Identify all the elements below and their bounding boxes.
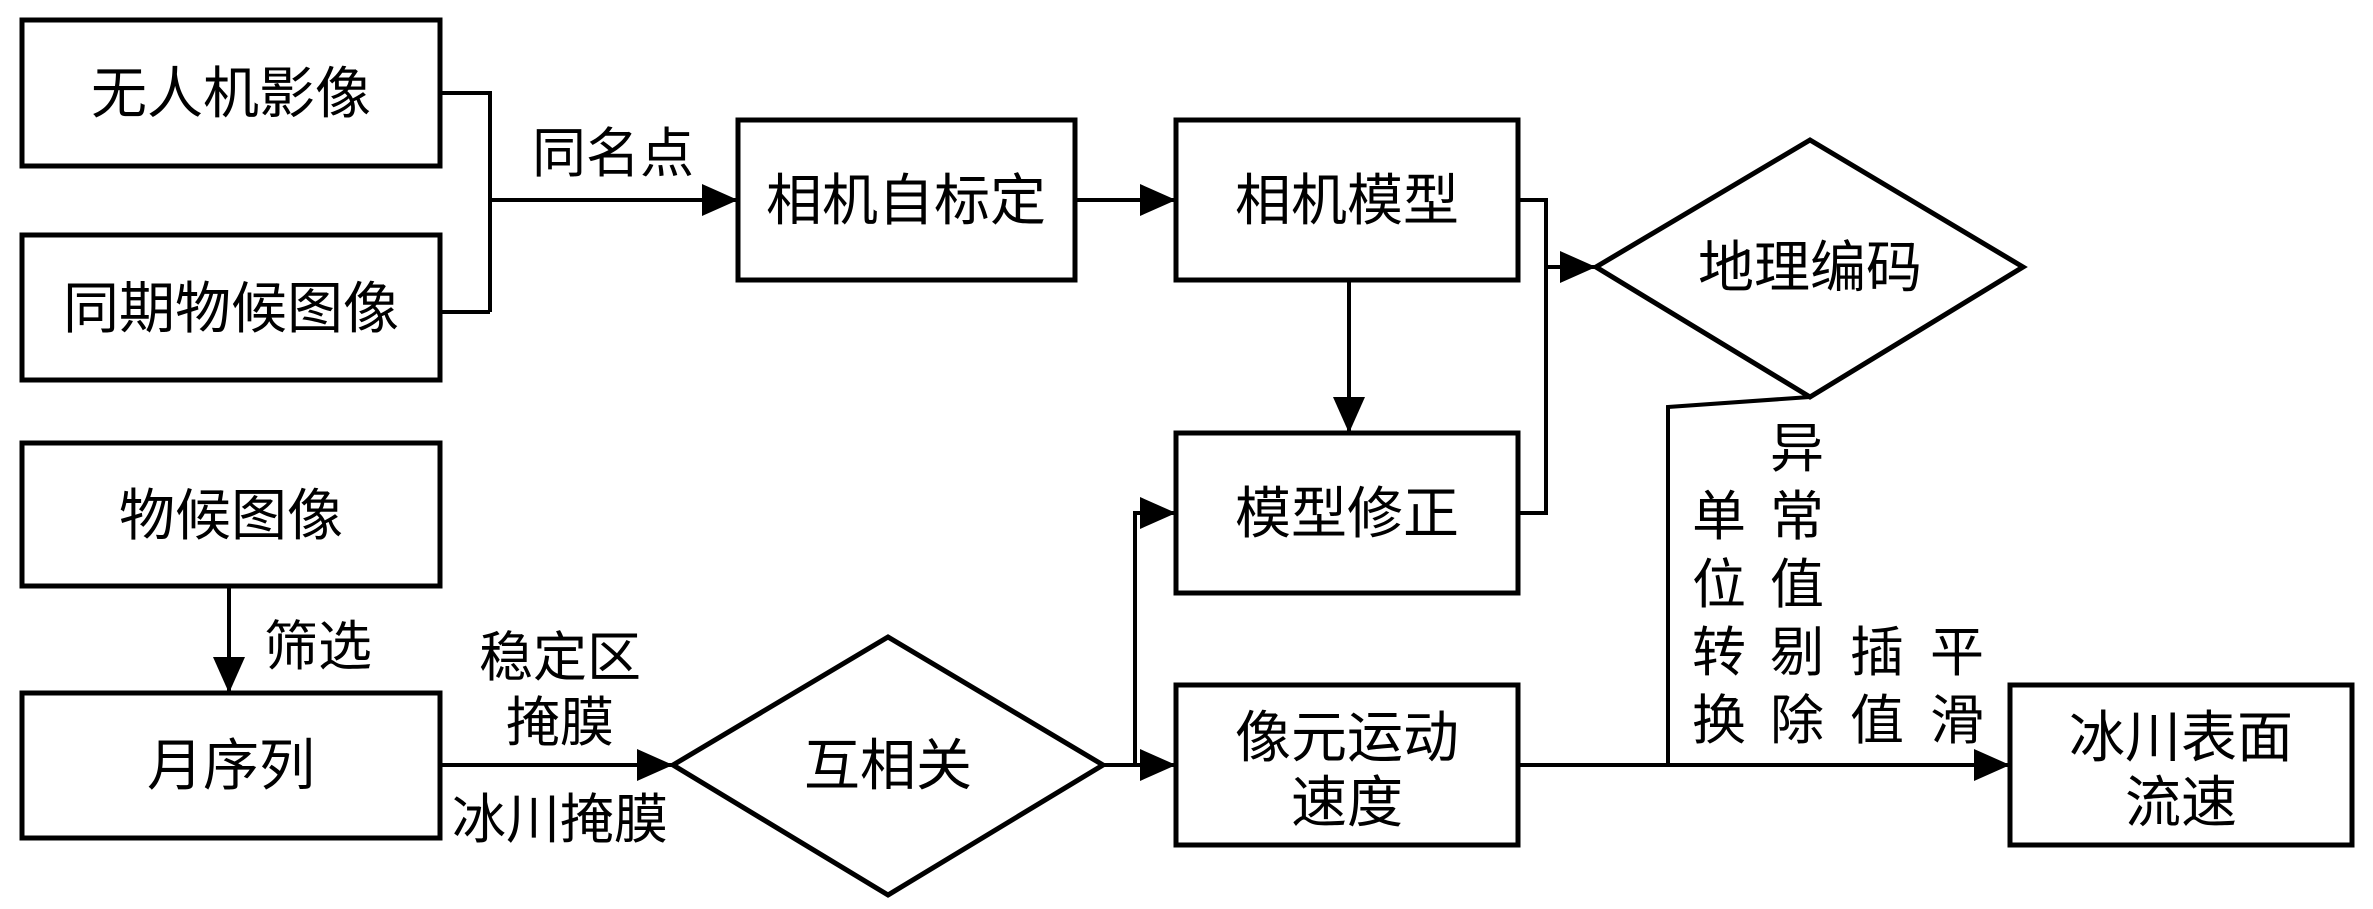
outlier-removal-char-2: 常 <box>1770 485 1824 548</box>
interpolation-char-1: 插 <box>1850 621 1904 684</box>
edge-label-smoothing: 平 滑 <box>1930 621 1984 752</box>
edge-label-unit-conversion: 单 位 转 换 <box>1692 485 1746 752</box>
edge-label-filter: 筛选 <box>264 615 372 678</box>
node-monthly-sequence: 月序列 <box>19 690 443 841</box>
node-model-correction: 模型修正 <box>1173 430 1521 596</box>
outlier-removal-char-5: 除 <box>1770 689 1824 752</box>
node-uav-image-label: 无人机影像 <box>91 62 371 127</box>
edge-uav-to-merge <box>440 91 492 312</box>
node-uav-image: 无人机影像 <box>19 17 443 169</box>
unit-conversion-char-3: 转 <box>1692 621 1746 684</box>
node-glacier-surface-velocity-line-1: 冰川表面 <box>2069 706 2293 771</box>
node-geocoding-label: 地理编码 <box>1698 236 1922 301</box>
outlier-removal-char-1: 异 <box>1770 417 1824 480</box>
edge-camera-model-to-junction <box>1518 198 1548 515</box>
node-glacier-surface-velocity-line-2: 流速 <box>2125 771 2237 836</box>
edge-crosscorr-to-correction <box>1103 497 1176 767</box>
edge-label-stable-area-mask-line-1: 稳定区 <box>479 626 641 689</box>
edge-label-interpolation: 插 值 <box>1850 621 1904 752</box>
node-phenology-image: 物候图像 <box>19 440 443 589</box>
edge-label-outlier-removal: 异 常 值 剔 除 <box>1770 417 1824 752</box>
node-model-correction-label: 模型修正 <box>1235 482 1459 547</box>
unit-conversion-char-4: 换 <box>1692 689 1746 752</box>
node-camera-model-label: 相机模型 <box>1235 169 1459 234</box>
node-phenology-image-label: 物候图像 <box>119 484 343 549</box>
node-camera-self-calibration: 相机自标定 <box>735 117 1078 283</box>
edge-geocoding-to-velocity-line <box>1666 395 1811 765</box>
edge-label-tie-points: 同名点 <box>532 122 694 185</box>
smoothing-char-2: 滑 <box>1930 689 1984 752</box>
edge-label-glacier-mask: 冰川掩膜 <box>452 788 668 851</box>
unit-conversion-char-2: 位 <box>1692 553 1746 616</box>
node-glacier-surface-velocity: 冰川表面 流速 <box>2007 682 2355 848</box>
node-camera-model: 相机模型 <box>1173 117 1521 283</box>
outlier-removal-char-4: 剔 <box>1770 621 1824 684</box>
node-same-period-phenology-image-label: 同期物候图像 <box>63 277 399 342</box>
node-same-period-phenology-image: 同期物候图像 <box>19 232 443 383</box>
node-pixel-motion-velocity-line-1: 像元运动 <box>1235 706 1459 771</box>
unit-conversion-char-1: 单 <box>1692 485 1746 548</box>
node-geocoding: 地理编码 <box>1591 137 2028 400</box>
outlier-removal-char-3: 值 <box>1770 553 1824 616</box>
node-cross-correlation-label: 互相关 <box>804 734 972 799</box>
interpolation-char-2: 值 <box>1850 689 1904 752</box>
node-pixel-motion-velocity-line-2: 速度 <box>1291 771 1403 836</box>
edge-label-stable-area-mask-line-2: 掩膜 <box>506 691 614 754</box>
node-monthly-sequence-label: 月序列 <box>147 734 315 799</box>
node-cross-correlation: 互相关 <box>668 634 1108 898</box>
node-pixel-motion-velocity: 像元运动 速度 <box>1173 682 1521 848</box>
node-camera-self-calibration-label: 相机自标定 <box>766 169 1046 234</box>
smoothing-char-1: 平 <box>1930 621 1984 684</box>
